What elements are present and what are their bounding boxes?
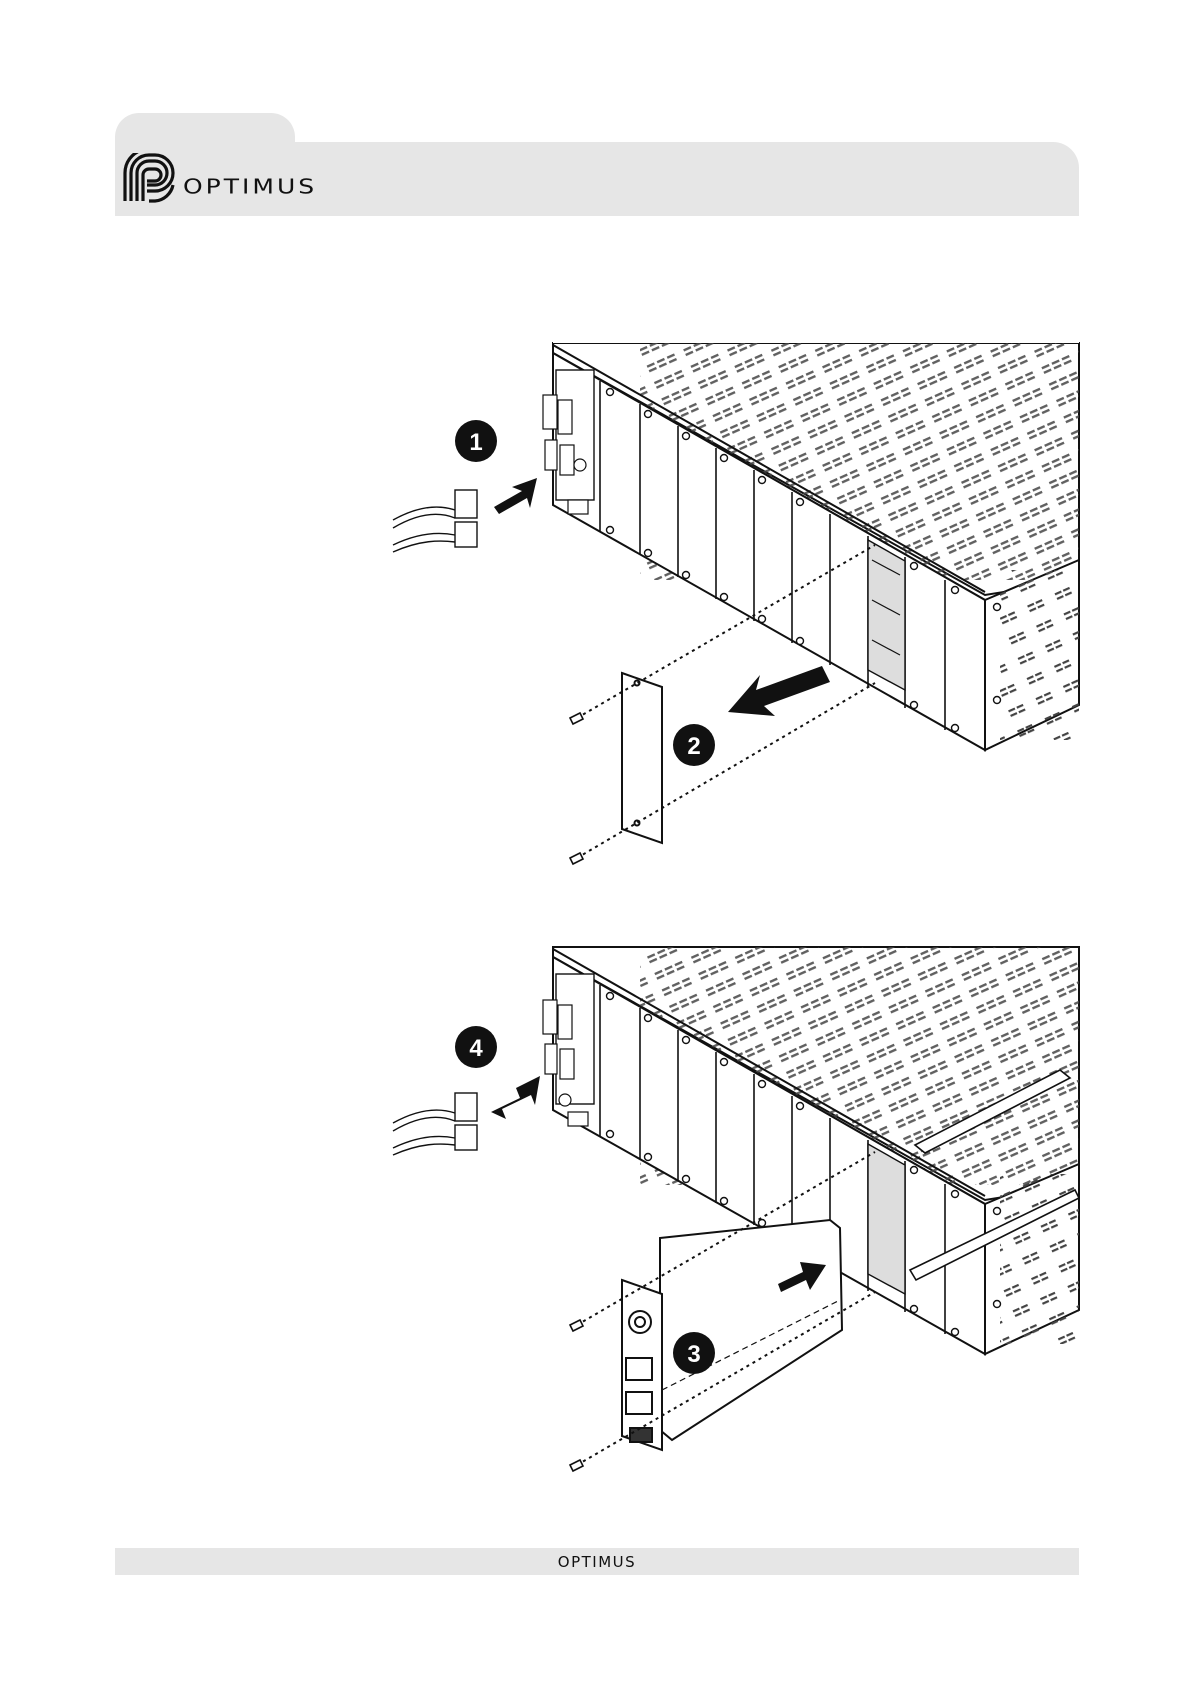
rack-unit-top bbox=[393, 340, 1079, 750]
arrow-remove-connector bbox=[494, 478, 537, 514]
svg-text:3: 3 bbox=[687, 1341, 700, 1368]
step-badge-3: 3 bbox=[673, 1332, 715, 1374]
screws-bottom bbox=[570, 1320, 583, 1471]
svg-text:2: 2 bbox=[687, 733, 700, 760]
step-badge-2: 2 bbox=[673, 724, 715, 766]
arrow-remove-panel bbox=[728, 666, 830, 716]
arrow-insert-connector bbox=[491, 1076, 540, 1119]
input-module-card bbox=[622, 1220, 842, 1450]
svg-text:4: 4 bbox=[469, 1035, 483, 1062]
step-badge-1: 1 bbox=[455, 420, 497, 462]
screws-top bbox=[570, 713, 583, 864]
footer-bar: OPTIMUS bbox=[115, 1548, 1079, 1575]
blank-panel bbox=[622, 673, 662, 843]
step-badge-4: 4 bbox=[455, 1026, 497, 1068]
footer-brand: OPTIMUS bbox=[558, 1553, 636, 1571]
svg-text:1: 1 bbox=[469, 429, 482, 456]
